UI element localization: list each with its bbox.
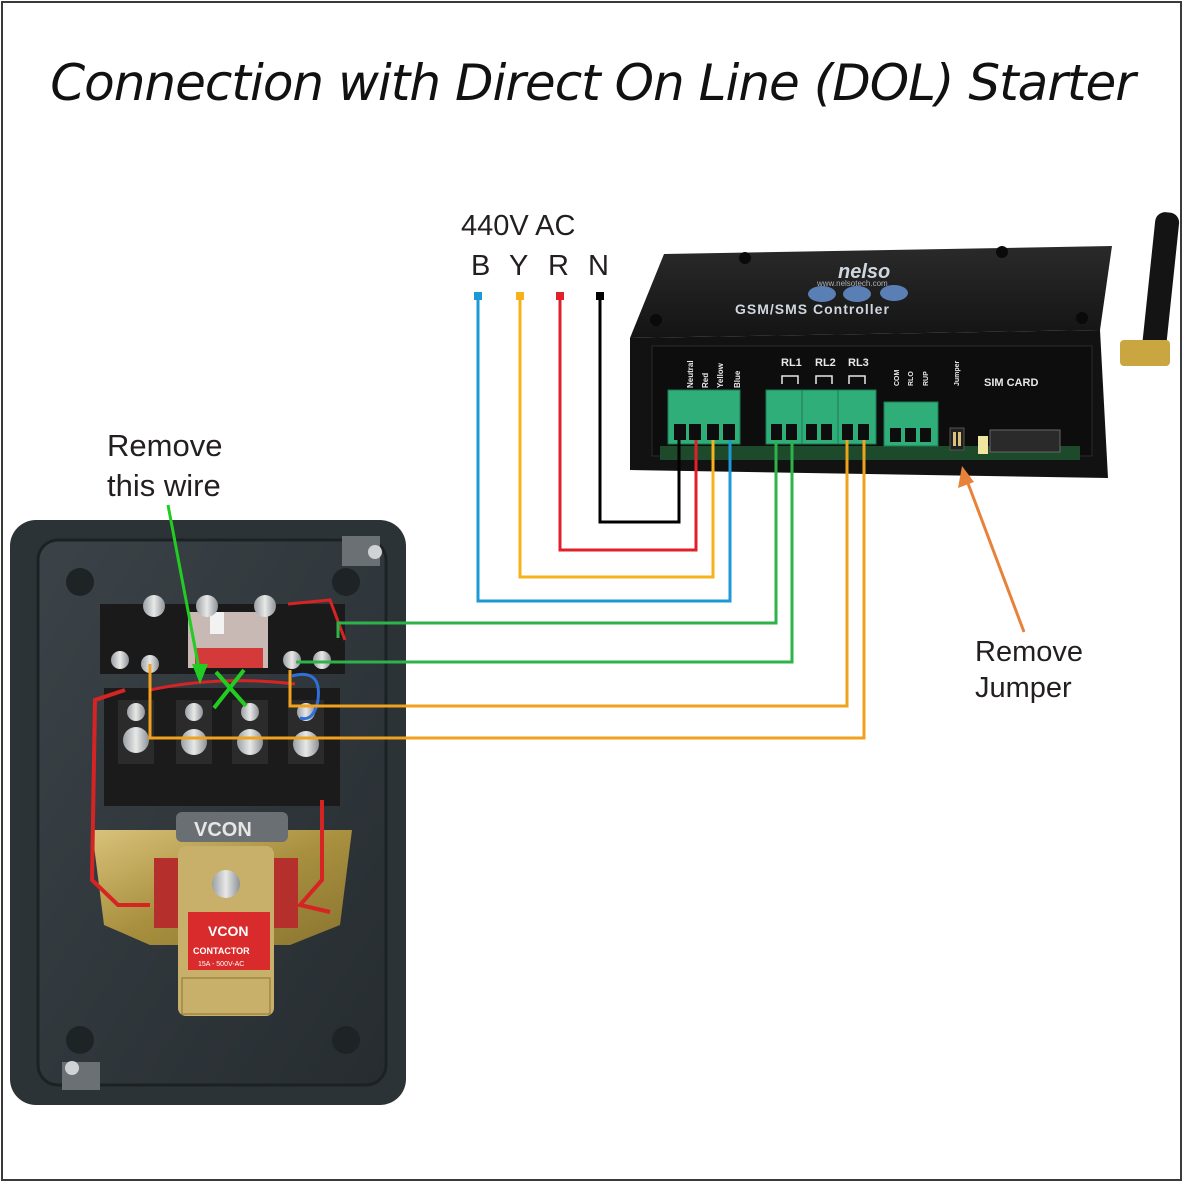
led-3 [880, 285, 908, 301]
terminal-label-red: Red [701, 373, 710, 388]
phase-label-b: B [471, 250, 491, 282]
gsm-controller: nelso www.nelsotech.com GSM/SMS Controll… [630, 212, 1180, 478]
r-phase-marker [556, 292, 564, 300]
b-phase-marker [474, 292, 482, 300]
terminal-label-blue: Blue [733, 370, 742, 388]
remove-wire-note-line2: this wire [107, 468, 221, 503]
rl1-wire-a [336, 440, 778, 638]
jumper-label: Jumper [954, 360, 961, 386]
jumper-header [949, 427, 965, 451]
contactor-terminals [118, 700, 324, 764]
aux-label-rlo: RLO [908, 371, 915, 386]
contactor-brand: VCON [208, 923, 248, 939]
y-phase-marker [516, 292, 524, 300]
contactor-rating: 15A - 500V-AC [198, 961, 244, 968]
aux-terminal-block [883, 401, 939, 447]
sim-card-slot [978, 429, 1061, 454]
controller-brand: nelso [838, 261, 890, 283]
remove-jumper-pointer [958, 466, 1026, 633]
internal-red-wire [89, 688, 150, 907]
controller-website: www.nelsotech.com [816, 279, 888, 288]
relay-label-rl3: RL3 [848, 357, 869, 369]
neutral-wire [598, 300, 681, 524]
power-terminal-block [667, 389, 741, 445]
brand-plate-text: VCON [194, 819, 252, 841]
relay-label-rl2: RL2 [815, 357, 836, 369]
arrow-head-icon [192, 664, 208, 684]
supply-voltage-label: 440V AC [461, 210, 576, 242]
supply-wires [474, 292, 732, 603]
n-phase-marker [596, 292, 604, 300]
rl1-wire-b [296, 440, 794, 664]
remove-wire-note: Remove this wire [107, 426, 222, 506]
led-1 [808, 286, 836, 302]
rl3-wire-b [148, 440, 866, 740]
wire-to-remove [149, 679, 296, 692]
brand-plate [176, 812, 288, 842]
yellow-wire [518, 300, 715, 579]
terminal-label-yellow: Yellow [716, 362, 725, 388]
led-2 [843, 286, 871, 302]
remove-wire-pointer [166, 504, 248, 710]
remove-jumper-note: Remove Jumper [975, 634, 1083, 706]
remove-jumper-note-line1: Remove [975, 636, 1083, 668]
controller-model-label: GSM/SMS Controller [735, 301, 890, 317]
sim-card-label: SIM CARD [984, 377, 1038, 389]
page-title: Connection with Direct On Line (DOL) Sta… [50, 54, 1136, 112]
remove-wire-note-line1: Remove [107, 428, 223, 463]
controller-lid [630, 246, 1112, 338]
top-screws [111, 595, 331, 673]
phase-label-r: R [548, 250, 569, 282]
rl3-wire-a [288, 440, 849, 708]
phase-label-n: N [588, 250, 609, 282]
relay-wires [148, 440, 866, 740]
contactor-label: CONTACTOR [193, 946, 250, 956]
aux-label-com: COM [894, 370, 901, 387]
red-wire [558, 300, 698, 552]
blue-wire [476, 300, 732, 603]
phase-label-y: Y [509, 250, 529, 282]
remove-jumper-note-line2: Jumper [975, 672, 1072, 704]
contactor-label-plate [188, 912, 270, 970]
arrow-head-icon [958, 466, 974, 488]
relay-terminal-block [765, 389, 877, 445]
terminal-label-neutral: Neutral [686, 360, 695, 388]
aux-label-rup: RUP [923, 371, 930, 386]
dol-starter: VCON VCON CONTACTOR 15A - 500V-AC [10, 520, 406, 1105]
relay-label-rl1: RL1 [781, 357, 802, 369]
antenna [1141, 212, 1180, 362]
antenna-connector [1120, 340, 1170, 366]
